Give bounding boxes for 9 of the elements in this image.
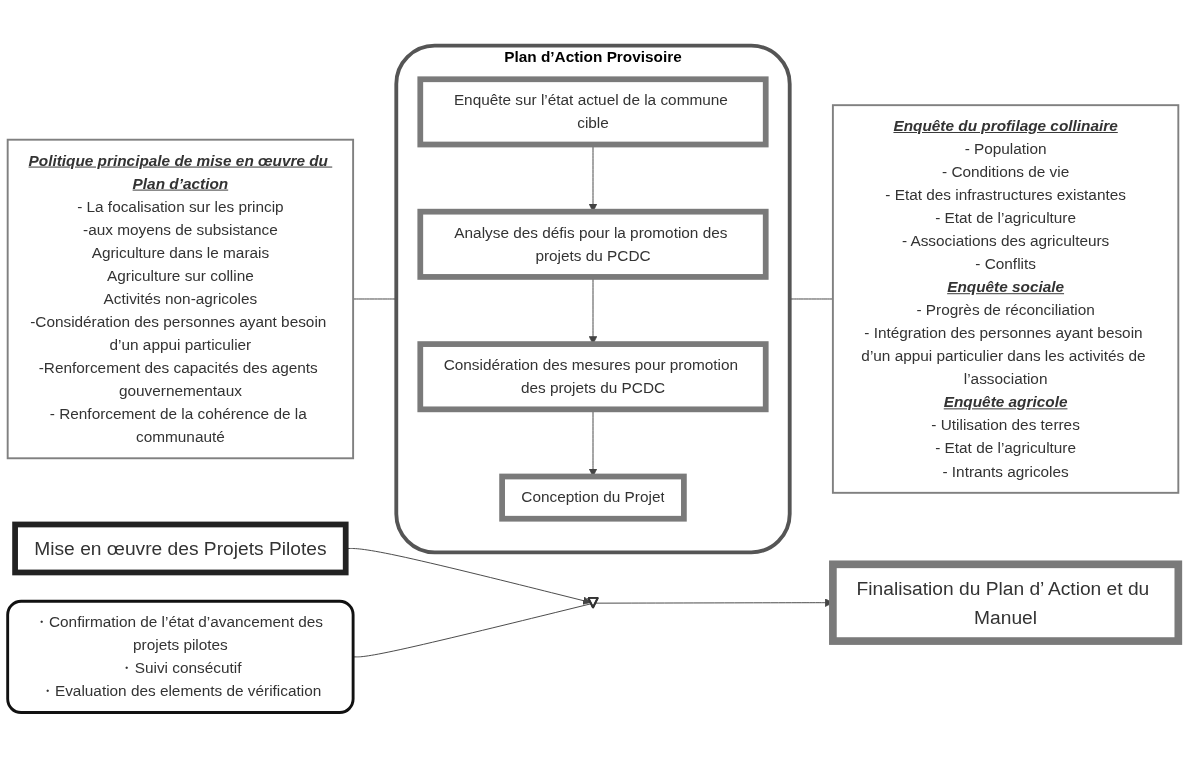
node-box: Enquête du profilage collinaire - Population - Conditions de vie - Etat des infrastructures existantes - Etat de l’agriculture - Associations des agriculteurs - Conflits Enquête sociale - Progrès de réconciliation - Intégration des personnes ayant besoin d’un appui particulier dans les activités de l’association Enquête agricole - Utilisation des terres - Etat de l’agriculture - Intrants agricoles xyxy=(831,104,1180,494)
node-box: Finalisation du Plan d’ Action et du Manuel xyxy=(829,560,1183,645)
node-box: Politique principale de mise en œuvre du Plan d’action - La focalisation sur les princip -aux moyens de subsistance Agriculture dans le marais Agriculture sur colline Activités non-agricoles -Considération des personnes ayant besoin d’un appui particulier -Renforcement des capacités des agents gouvernementaux - Renforcement de la cohérence de la communauté xyxy=(6,138,355,460)
node-box: Analyse des défis pour la promotion des projets du PCDC xyxy=(417,208,769,280)
node-box: ・Confirmation de l’état d’avancement des projets pilotes ・Suivi consécutif ・Evaluation des elements de vérification xyxy=(6,599,355,714)
node-box: Considération des mesures pour promotion des projets du PCDC xyxy=(417,341,769,413)
node-box: Enquête sur l’état actuel de la commune cible xyxy=(417,76,769,148)
node-box: Mise en œuvre des Projets Pilotes xyxy=(12,521,349,576)
node-box: Conception du Projet xyxy=(499,473,687,522)
